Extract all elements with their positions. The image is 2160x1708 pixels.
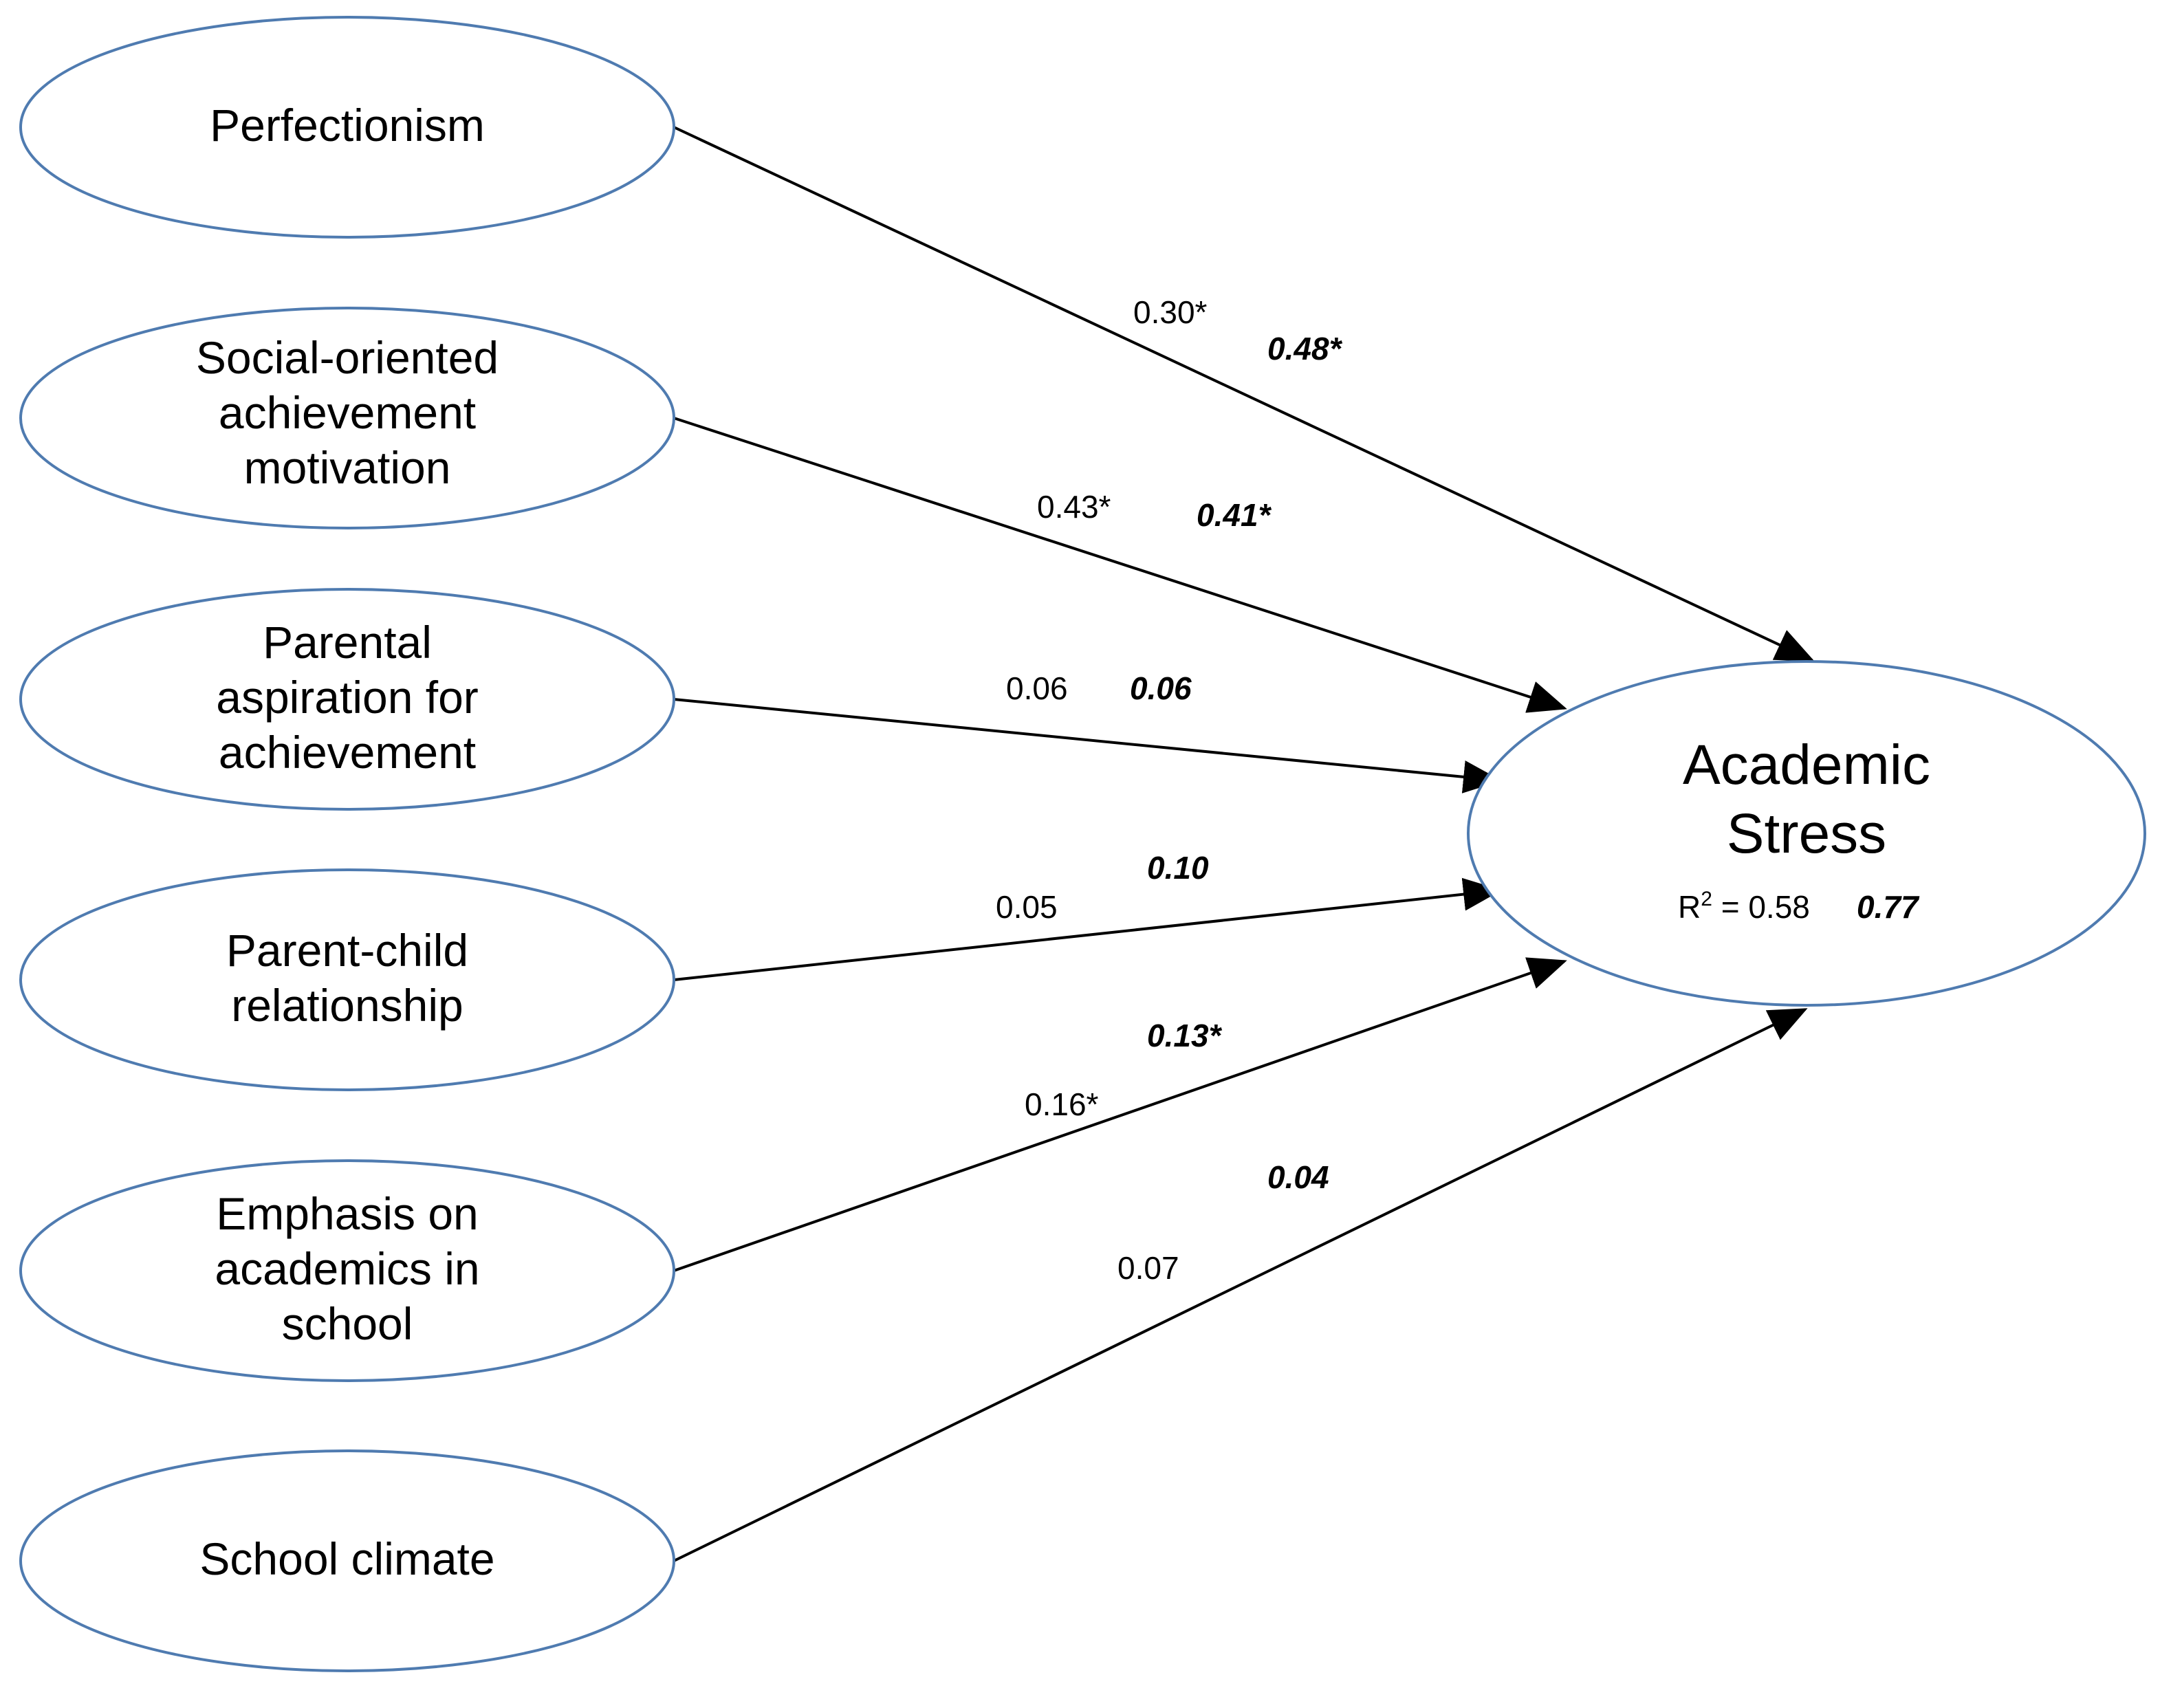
node-parental-aspiration: Parental aspiration for achievement — [19, 588, 675, 811]
label-parent-child-line1: Parent-child — [226, 925, 468, 976]
node-parent-child: Parent-child relationship — [19, 868, 675, 1091]
ellipse-perfectionism — [19, 16, 675, 239]
paths — [673, 126, 1815, 1562]
coef-parent-child: 0.05 — [996, 889, 1058, 925]
label-emphasis-line1: Emphasis on — [216, 1188, 479, 1239]
ellipse-parental-aspiration — [19, 588, 675, 811]
coef-school-climate: 0.07 — [1117, 1250, 1179, 1286]
ellipse-parent-child — [19, 868, 675, 1091]
node-school-climate: School climate — [19, 1449, 675, 1672]
r2-label: R2 = 0.58 — [1678, 888, 1810, 925]
outcome-label-line2: Stress — [1727, 802, 1886, 865]
label-parental-aspiration-line1: Parental — [263, 617, 432, 668]
coef-bold-social-oriented: 0.41* — [1197, 497, 1272, 533]
node-academic-stress: Academic Stress R2 = 0.58 0.77 — [1467, 660, 2146, 1007]
label-social-oriented-line1: Social-oriented — [196, 332, 499, 383]
label-emphasis-line2: academics in — [215, 1243, 479, 1294]
ellipse-emphasis — [19, 1159, 675, 1382]
label-emphasis-line3: school — [282, 1298, 413, 1349]
coef-bold-school-climate: 0.04 — [1267, 1159, 1329, 1195]
label-social-oriented-line2: achievement — [219, 387, 476, 438]
predictor-nodes: Perfectionism Social-oriented achievemen… — [19, 16, 675, 1672]
label-social-oriented-line3: motivation — [244, 442, 451, 493]
outcome-label-line1: Academic — [1683, 734, 1930, 796]
coef-bold-perfectionism: 0.48* — [1267, 331, 1343, 366]
path-arrow-perfectionism — [673, 126, 1815, 661]
r2-prefix: R — [1678, 889, 1701, 925]
path-arrow-emphasis — [673, 957, 1567, 1272]
ellipse-social-oriented — [19, 307, 675, 529]
r2-bold-value: 0.77 — [1857, 889, 1920, 925]
r2-superscript: 2 — [1701, 888, 1712, 910]
node-social-oriented: Social-oriented achievement motivation — [19, 307, 675, 529]
path-arrow-parental-aspiration — [673, 698, 1502, 793]
path-arrow-parent-child — [673, 877, 1502, 981]
r2-value: = 0.58 — [1712, 889, 1810, 925]
ellipse-academic-stress — [1467, 660, 2146, 1007]
label-school-climate: School climate — [199, 1533, 494, 1584]
coef-bold-emphasis: 0.13* — [1147, 1018, 1223, 1053]
coef-perfectionism: 0.30* — [1133, 294, 1208, 330]
coef-parental-aspiration: 0.06 — [1006, 670, 1068, 706]
coefficients: 0.30* 0.48* 0.43* 0.41* 0.06 0.06 0.05 0… — [996, 294, 1343, 1286]
label-parent-child-line2: relationship — [231, 980, 463, 1031]
coef-bold-parental-aspiration: 0.06 — [1130, 670, 1192, 706]
path-arrow-school-climate — [673, 1008, 1808, 1562]
label-parental-aspiration-line2: aspiration for — [216, 672, 479, 723]
node-perfectionism: Perfectionism — [19, 16, 675, 239]
coef-emphasis: 0.16* — [1025, 1086, 1099, 1122]
node-emphasis: Emphasis on academics in school — [19, 1159, 675, 1382]
label-perfectionism: Perfectionism — [210, 100, 485, 151]
path-arrow-social-oriented — [673, 417, 1567, 713]
coef-bold-parent-child: 0.10 — [1147, 850, 1209, 886]
coef-social-oriented: 0.43* — [1037, 489, 1111, 525]
label-parental-aspiration-line3: achievement — [219, 727, 476, 778]
ellipse-school-climate — [19, 1449, 675, 1672]
